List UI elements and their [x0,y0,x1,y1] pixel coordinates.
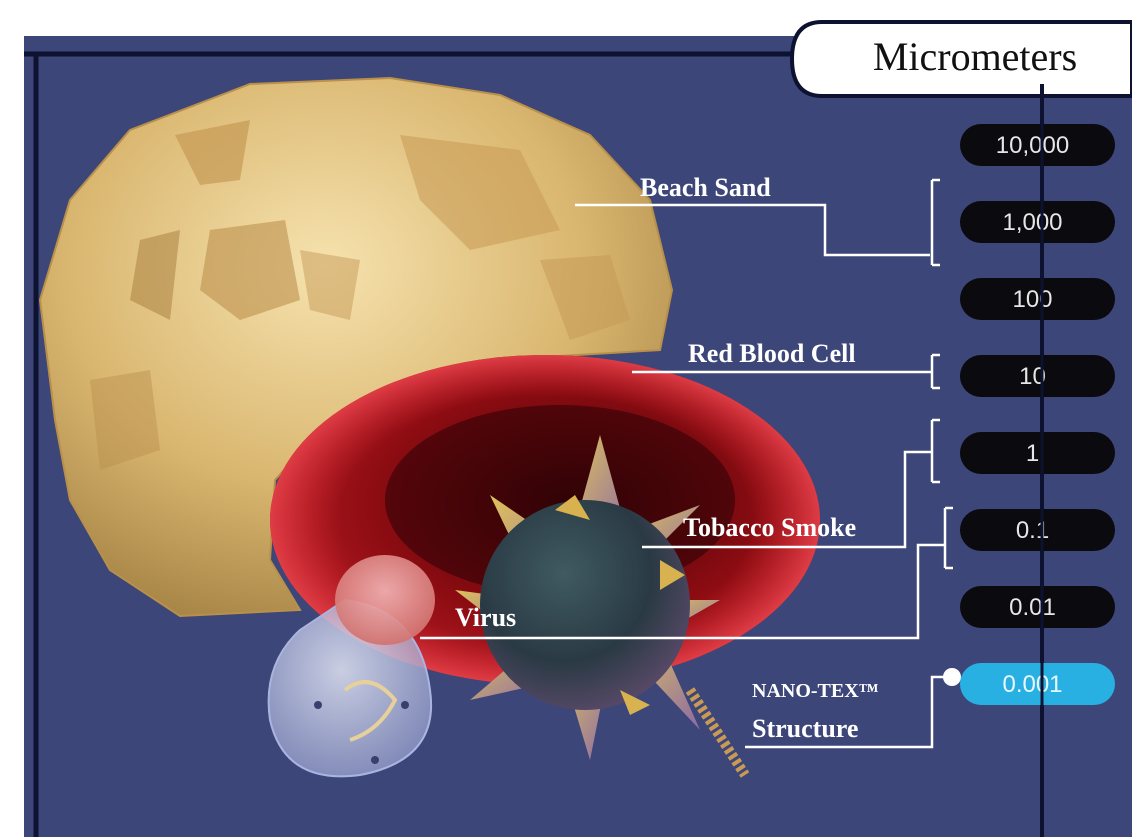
scale-value: 1 [1026,440,1039,467]
units-header: Micrometers [792,22,1132,96]
label-tobacco-smoke: Tobacco Smoke [683,513,856,542]
label-nanotex-line2: Structure [752,714,858,743]
label-virus: Virus [455,603,516,632]
scale-value: 0.001 [1002,671,1062,698]
scale-pill: 10,000 [960,124,1115,166]
scale-pill: 1 [960,432,1115,474]
scale-pill: 0.1 [960,509,1115,551]
label-red-blood-cell: Red Blood Cell [688,339,856,368]
scale-value: 10,000 [996,132,1069,159]
scale-value: 0.1 [1016,517,1049,544]
scale-value: 0.01 [1009,594,1056,621]
nanotex-connector-dot [943,668,961,686]
scale-pill: 100 [960,278,1115,320]
label-nanotex-line1: NANO-TEX™ [752,680,879,702]
label-beach-sand: Beach Sand [640,173,771,202]
scale-pill: 1,000 [960,201,1115,243]
scale-pill: 0.01 [960,586,1115,628]
scale-pill: 10 [960,355,1115,397]
units-title: Micrometers [873,34,1077,79]
scale-value: 1,000 [1002,209,1062,236]
scale-pill: 0.001 [960,663,1115,705]
scale-value: 100 [1012,286,1052,313]
